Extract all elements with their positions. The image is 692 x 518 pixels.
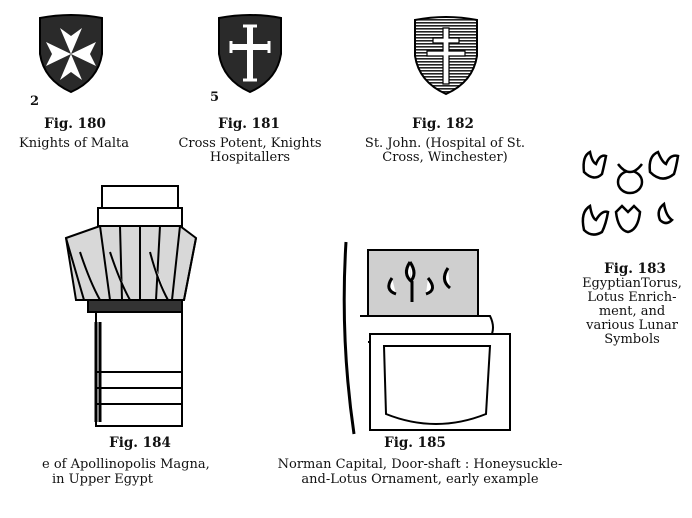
figure-caption-183-line3: ment, and: [598, 304, 666, 319]
shield-maltese-cross-illustration: [39, 14, 103, 94]
figure-caption-185-line1: Norman Capital, Door-shaft : Honeysuckle…: [277, 457, 563, 472]
figure-caption-183-line1: EgyptianTorus,: [582, 276, 682, 291]
plate-mark-5: 5: [210, 90, 220, 105]
figure-number-183: Fig. 183: [604, 261, 666, 277]
figure-caption-183-line2: Lotus Enrich-: [587, 290, 677, 305]
figure-caption-183-line5: Symbols: [604, 332, 660, 347]
figure-caption-182-line1: St. John. (Hospital of St.: [364, 136, 526, 151]
figure-caption-184-line2: in Upper Egypt: [52, 472, 154, 487]
norman-capital-illustration: [342, 241, 511, 435]
lotus-symbols-illustration: [581, 150, 680, 236]
plate-mark-2: 2: [30, 94, 40, 109]
figure-caption-185-line2: and-Lotus Ornament, early example: [301, 472, 539, 487]
shield-patriarchal-cross-illustration: [414, 16, 478, 96]
figure-caption-181-line2: Hospitallers: [209, 150, 291, 165]
figure-caption-180: Knights of Malta: [19, 136, 129, 151]
figure-caption-184-line1: e of Apollinopolis Magna,: [42, 457, 210, 472]
figure-number-184: Fig. 184: [109, 435, 171, 451]
figure-number-181: Fig. 181: [218, 116, 280, 132]
egyptian-capital-illustration: [64, 185, 198, 427]
figure-number-185: Fig. 185: [384, 435, 446, 451]
figure-caption-182-line2: Cross, Winchester): [382, 150, 508, 165]
figure-caption-181-line1: Cross Potent, Knights: [178, 136, 322, 151]
figure-number-182: Fig. 182: [412, 116, 474, 132]
figure-caption-183-line4: various Lunar: [586, 318, 678, 333]
figure-number-180: Fig. 180: [44, 116, 106, 132]
shield-cross-potent-illustration: [218, 14, 282, 94]
